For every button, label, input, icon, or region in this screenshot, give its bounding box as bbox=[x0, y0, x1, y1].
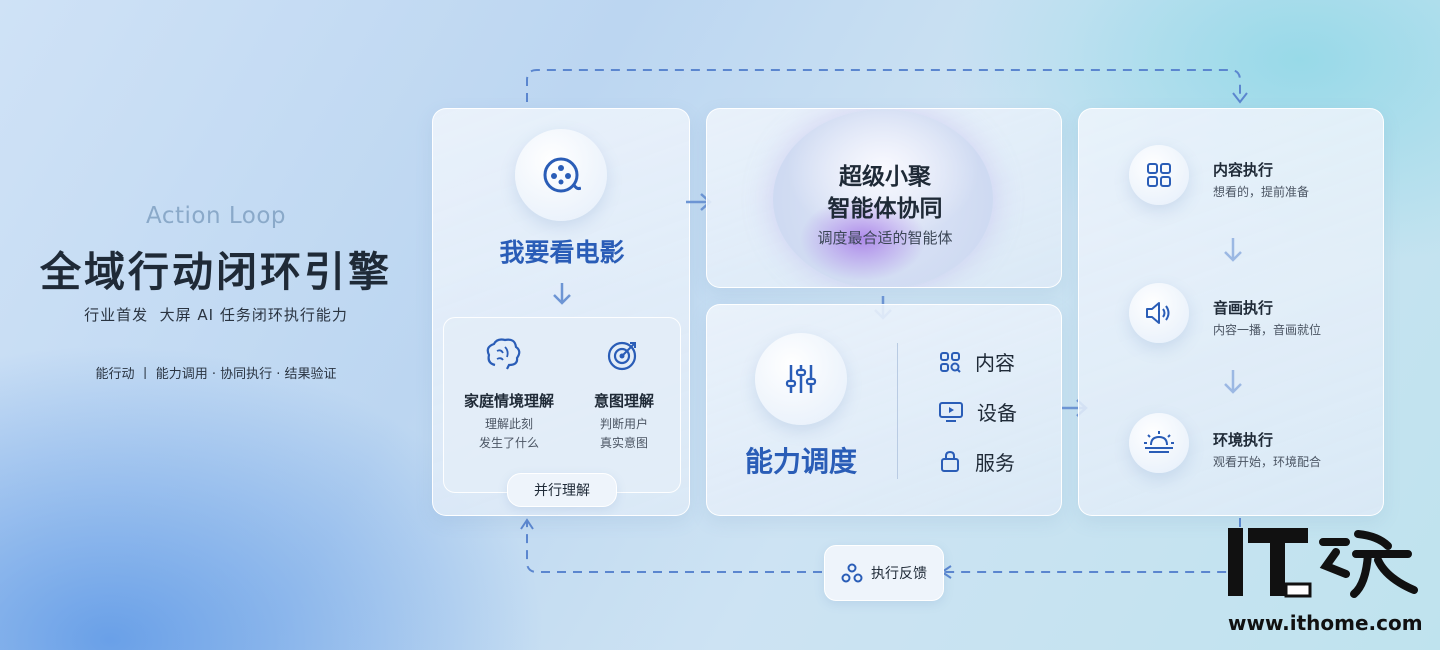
agent-line2: 智能体协同 bbox=[827, 196, 943, 222]
watermark-url: www.ithome.com bbox=[1228, 611, 1423, 635]
target-icon bbox=[607, 341, 637, 371]
exec-av-desc: 内容一播，音画就位 bbox=[1213, 323, 1322, 337]
capability-item-label: 设备 bbox=[977, 401, 1017, 425]
brain-icon bbox=[486, 338, 521, 370]
grid-icon bbox=[940, 351, 961, 373]
agent-desc: 调度最合适的智能体 bbox=[817, 229, 953, 247]
hero-eyebrow: Action Loop bbox=[146, 203, 286, 229]
family-context-desc: 理解此刻 发生了什么 bbox=[457, 415, 561, 453]
capability-item-content: 内容 bbox=[939, 347, 1015, 376]
hero-tags: 能行动 丨 能力调用 · 协同执行 · 结果验证 bbox=[95, 367, 337, 382]
sunrise-icon bbox=[1144, 431, 1174, 453]
recycle-icon bbox=[841, 563, 863, 583]
intent-title: 意图理解 bbox=[593, 392, 654, 410]
understand-title: 我要看电影 bbox=[499, 238, 625, 267]
family-context-title: 家庭情境理解 bbox=[463, 392, 554, 410]
understand-card: 我要看电影 家庭情境理解 理解此刻 发生了什么 意图理解 判断用户 真实意图 并… bbox=[432, 108, 690, 516]
capability-title: 能力调度 bbox=[744, 445, 857, 478]
hero-title: 全域行动闭环引擎 bbox=[40, 248, 392, 296]
family-context-desc-line2: 发生了什么 bbox=[478, 436, 539, 450]
exec-content-title: 内容执行 bbox=[1213, 161, 1274, 179]
hero-subtitle: 行业首发 大屏 AI 任务闭环执行能力 bbox=[84, 306, 348, 324]
capability-card: 能力调度 内容 设备 服务 bbox=[706, 304, 1062, 516]
ithome-logo bbox=[1228, 524, 1418, 600]
intent-desc: 判断用户 真实意图 bbox=[579, 415, 669, 453]
ithome-logo-mark bbox=[1228, 528, 1418, 598]
grid-icon bbox=[1147, 163, 1171, 187]
exec-env-desc: 观看开始，环境配合 bbox=[1213, 455, 1322, 469]
feedback-pill: 执行反馈 bbox=[824, 545, 944, 601]
exec-content-desc: 想看的，提前准备 bbox=[1213, 185, 1310, 199]
execution-card: 内容执行 想看的，提前准备 音画执行 内容一播，音画就位 环境执行 观看开始，环… bbox=[1078, 108, 1384, 516]
exec-av-icon-circle bbox=[1129, 283, 1189, 343]
agent-orb bbox=[773, 109, 993, 287]
intent-desc-line2: 真实意图 bbox=[599, 436, 648, 450]
feedback-label: 执行反馈 bbox=[871, 566, 927, 582]
capability-item-label: 服务 bbox=[975, 451, 1015, 475]
down-arrow-icon bbox=[553, 283, 571, 305]
top-loop-line bbox=[526, 69, 1241, 102]
exec-content-icon-circle bbox=[1129, 145, 1189, 205]
parallel-understanding-pill: 并行理解 bbox=[507, 473, 617, 507]
film-icon-circle bbox=[515, 129, 607, 221]
bottom-loop-arrowhead-up bbox=[520, 518, 534, 530]
capability-divider bbox=[897, 343, 898, 479]
family-context-desc-line1: 理解此刻 bbox=[484, 417, 533, 431]
exec-env-icon-circle bbox=[1129, 413, 1189, 473]
agent-card: 超级小聚 智能体协同 调度最合适的智能体 bbox=[706, 108, 1062, 288]
intent-desc-line1: 判断用户 bbox=[599, 417, 648, 431]
bag-icon bbox=[941, 450, 959, 472]
exec-env-title: 环境执行 bbox=[1213, 431, 1274, 449]
bottom-loop-line-right bbox=[945, 518, 1241, 573]
bottom-loop-line-left bbox=[526, 522, 822, 573]
agent-line1: 超级小聚 bbox=[839, 164, 931, 190]
sliders-icon-circle bbox=[755, 333, 847, 425]
hero-section: Action Loop 全域行动闭环引擎 行业首发 大屏 AI 任务闭环执行能力… bbox=[0, 0, 430, 650]
capability-item-service: 服务 bbox=[939, 447, 1015, 476]
down-arrow-icon bbox=[1224, 370, 1242, 394]
top-loop-arrowhead bbox=[1232, 92, 1248, 104]
understanding-panel bbox=[443, 317, 681, 493]
capability-item-device: 设备 bbox=[939, 397, 1017, 426]
capability-item-label: 内容 bbox=[975, 351, 1015, 375]
down-arrow-icon bbox=[1224, 238, 1242, 262]
speaker-icon bbox=[1146, 302, 1170, 324]
exec-av-title: 音画执行 bbox=[1213, 299, 1274, 317]
film-reel-icon bbox=[543, 157, 581, 193]
sliders-icon bbox=[785, 365, 817, 393]
monitor-icon bbox=[939, 401, 963, 422]
